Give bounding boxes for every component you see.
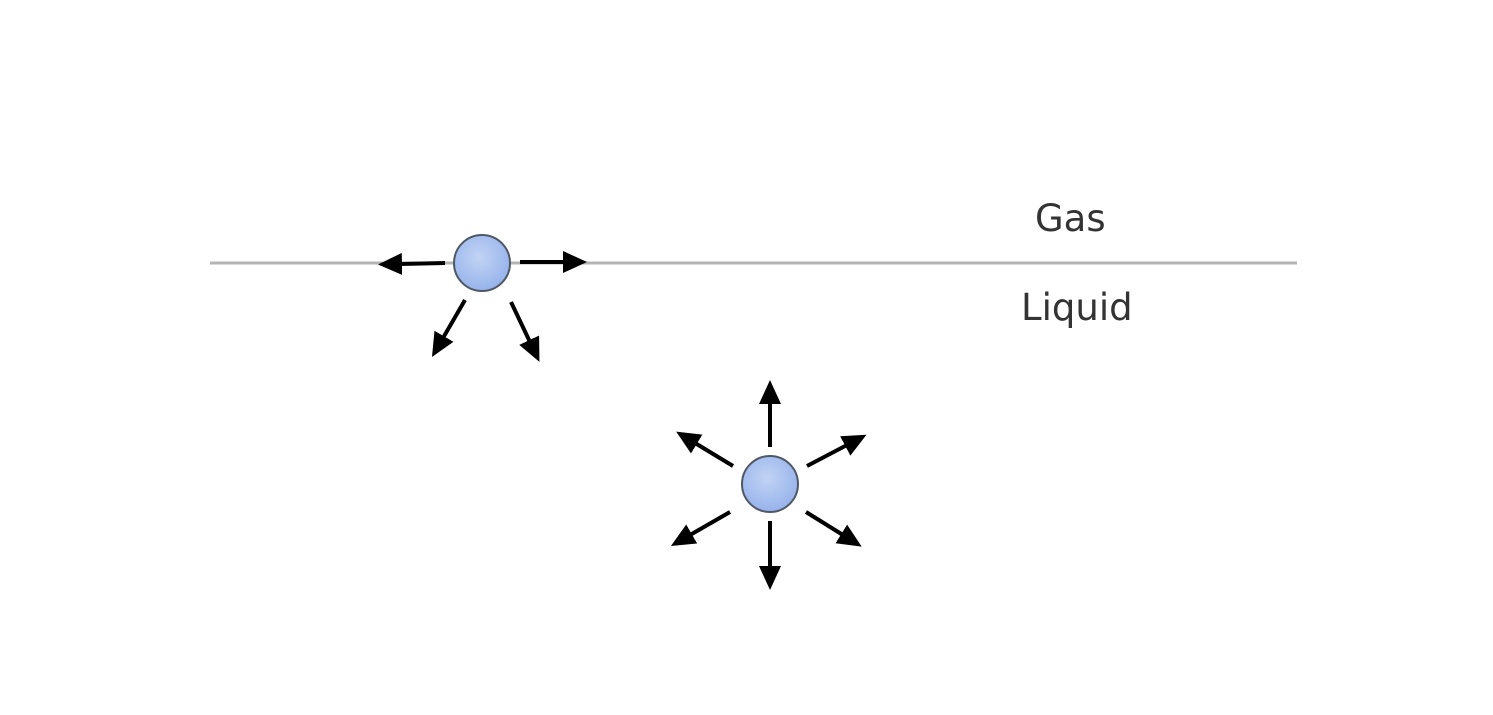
gas-label: Gas xyxy=(1035,197,1106,240)
arrow-up-left xyxy=(676,431,735,468)
arrow-down-right xyxy=(509,301,540,362)
arrow-left xyxy=(378,252,446,275)
arrow-up-right xyxy=(806,434,867,468)
liquid-label: Liquid xyxy=(1021,286,1133,329)
bulk-molecule-arrows xyxy=(670,380,867,590)
arrow-down-left xyxy=(670,510,731,546)
surface-molecule-arrows xyxy=(378,251,587,362)
arrow-down-right xyxy=(804,510,862,547)
arrow-down-left xyxy=(431,298,467,358)
surface-molecule xyxy=(453,234,511,292)
bulk-molecule xyxy=(741,455,799,513)
